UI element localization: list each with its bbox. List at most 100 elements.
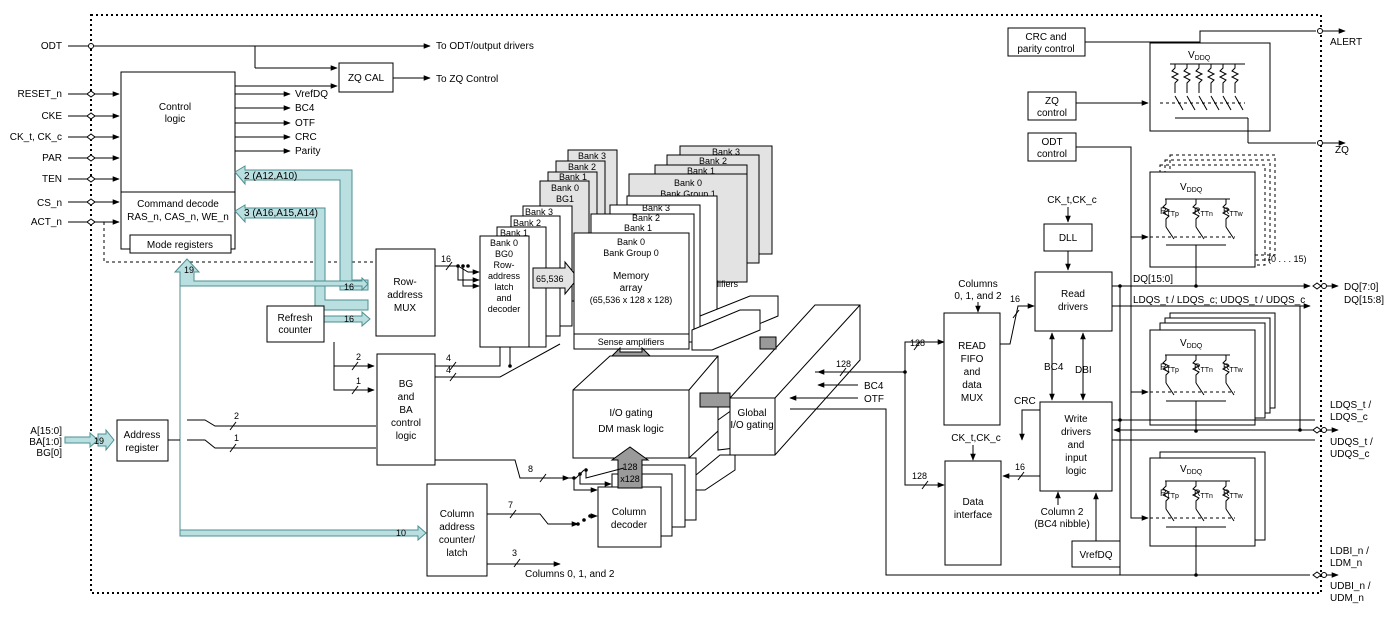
row-mux-box [375, 248, 436, 337]
bg0-bank3: Bank 3 [525, 207, 553, 217]
bg1-mem-bank3: Bank 3 [712, 147, 740, 157]
data-interface-box [944, 460, 1002, 566]
control-outputs: VrefDQ BC4 OTF CRC Parity [235, 83, 338, 157]
row-latch-l3: Row- [493, 260, 514, 270]
ldbi-label-4: UDM_n [1330, 593, 1364, 604]
ldqs-label-2: LDQS_c [1330, 412, 1368, 423]
dq-label-1: DQ[7:0] [1344, 282, 1379, 293]
row-latch-l1: Bank 0 [490, 238, 518, 248]
bus-128-fifo: 128 [910, 338, 925, 348]
pin-odt-label: ODT [41, 41, 62, 52]
bg1-bank3: Bank 3 [578, 151, 606, 161]
bus-128-top: 128 [622, 462, 637, 472]
read-fifo-l1: READ [958, 341, 986, 352]
out-parity: Parity [295, 146, 321, 157]
bus-8: 8 [528, 464, 533, 474]
bus-4-a: 4 [446, 353, 451, 363]
bus-128-arrow [610, 446, 650, 489]
mode-registers-label: Mode registers [147, 240, 213, 251]
io-buses: DQ[15:0] DQ[7:0] DQ[15:8] LDQS_t / LDQS_… [1112, 274, 1384, 604]
dqs-pin-marker [1312, 426, 1322, 434]
pin-ck-label: CK_t, CK_c [10, 132, 62, 143]
dbi-vddq: VDDQ [1180, 464, 1203, 476]
global-io-l1: Global [738, 408, 767, 419]
memory-array-l2: array [620, 283, 643, 294]
range-label: (0 . . . 15) [1268, 254, 1307, 264]
global-io-gating: Global I/O gating [729, 304, 861, 456]
bg1-bank1: Bank 1 [559, 172, 587, 182]
bus-1-ref: 1 [356, 376, 361, 386]
write-drivers-l3: and [1068, 440, 1085, 451]
pin-par-label: PAR [42, 153, 62, 164]
otf-input-label: OTF [864, 394, 884, 405]
io-gating-block: I/O gating DM mask logic [572, 355, 719, 459]
row-mux-l1: Row- [393, 277, 416, 288]
zq-control-l1: ZQ [1045, 96, 1059, 107]
bus-65536: 65,536 [536, 274, 564, 284]
zq-label: ZQ [1335, 145, 1349, 156]
alert-label: ALERT [1330, 37, 1362, 48]
bg0-bank2: Bank 2 [513, 218, 541, 228]
col-decoder-l2: decoder [611, 520, 648, 531]
bg0-mem-group: Bank Group 0 [603, 248, 659, 258]
command-decode-signals: RAS_n, CAS_n, WE_n [127, 212, 229, 223]
ldqs-label-1: LDQS_t / [1330, 400, 1371, 411]
pin-act-label: ACT_n [31, 217, 62, 228]
column-counter-box [426, 483, 488, 577]
dq-pin-marker [1312, 282, 1322, 290]
control-title-2: logic [165, 114, 186, 125]
pin-cs-marker [86, 198, 96, 206]
io-gating-l1: I/O gating [609, 408, 652, 419]
bg1-mem-group: Bank Group 1 [660, 189, 716, 199]
pin-cs-label: CS_n [37, 198, 62, 209]
bg1-mem-bank0: Bank 0 [674, 178, 702, 188]
bus-10: 10 [396, 528, 406, 538]
odt-control-box [1027, 132, 1077, 162]
row-latch-l2: BG0 [495, 249, 513, 259]
dll-label: DLL [1059, 233, 1078, 244]
control-logic-block: Control logic Command decode RAS_n, CAS_… [120, 71, 236, 254]
pin-addr-bg: BG[0] [36, 448, 62, 459]
data-interface-l1: Data [962, 497, 984, 508]
bg1-mem-bank2: Bank 2 [699, 156, 727, 166]
bus-128-mid: 128 [836, 359, 851, 369]
crc-label: CRC [1014, 396, 1036, 407]
bg-ctrl-l5: logic [396, 431, 417, 442]
write-drivers-l4: input [1065, 453, 1087, 464]
data-interface-l2: interface [954, 510, 993, 521]
bus-16-write: 16 [1015, 462, 1025, 472]
dq-label-2: DQ[15:8] [1344, 295, 1384, 306]
bg-ctrl-l1: BG [399, 379, 414, 390]
dq-rttp: RTTp [1160, 206, 1179, 218]
termination-stack-dq: VDDQ RTTp RTTn RTTw [1149, 154, 1276, 286]
dbi-label: DBI [1075, 365, 1092, 376]
bus-16-read: 16 [1010, 294, 1020, 304]
bg1-mem-bank1: Bank 1 [687, 166, 715, 176]
read-fifo-l5: MUX [961, 393, 984, 404]
read-drivers-l2: drivers [1058, 302, 1088, 313]
column2-l1: Column 2 [1041, 507, 1084, 518]
columns-label: Columns 0, 1, and 2 [525, 569, 615, 580]
read-fifo-box [943, 312, 1001, 426]
bg0-bank1: Bank 1 [500, 228, 528, 238]
bc4-input-label: BC4 [864, 381, 884, 392]
sense-amplifiers-label: Sense amplifiers [598, 337, 665, 347]
address-register-l1: Address [124, 430, 161, 441]
row-mux-l3: MUX [394, 303, 417, 314]
column2-l2: (BC4 nibble) [1034, 519, 1090, 530]
refresh-counter-l1: Refresh [277, 313, 312, 324]
out-otf: OTF [295, 118, 315, 129]
row-latch-l5: latch [494, 282, 513, 292]
zq-cal-box [338, 62, 394, 93]
zq-control-box [1027, 91, 1077, 121]
out-crc: CRC [295, 132, 317, 143]
sense-amplifiers: Sense amplifiers [573, 295, 779, 351]
memory-array-l1: Memory [613, 271, 649, 282]
address-register-l2: register [125, 443, 159, 454]
command-decode-label: Command decode [137, 199, 219, 210]
bus-19-top: 19 [184, 265, 194, 275]
col-counter-l3: counter/ [439, 535, 475, 546]
col-counter-l4: latch [446, 548, 467, 559]
out-bc4: BC4 [295, 103, 315, 114]
pin-cke-marker [86, 112, 96, 120]
